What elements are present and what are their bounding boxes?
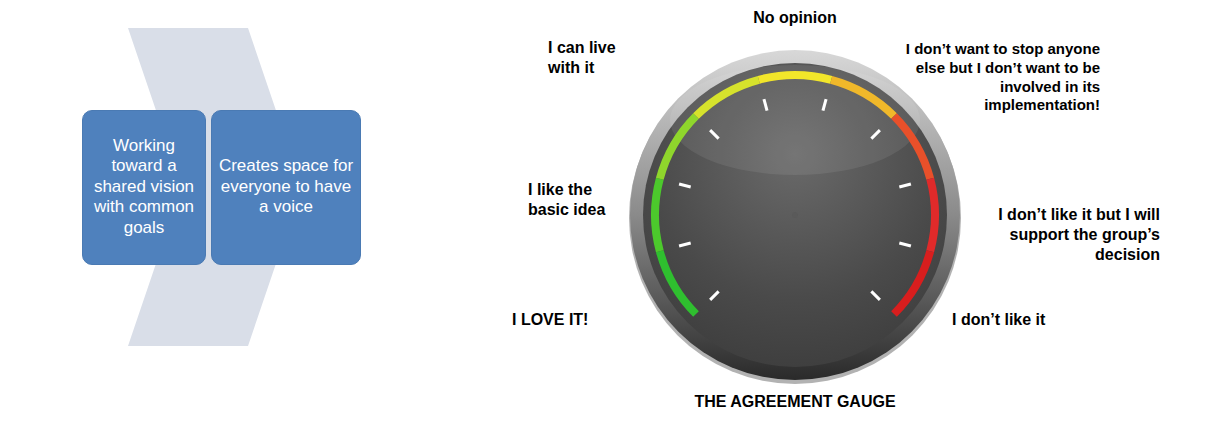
gauge-label: I can live with it <box>548 38 648 78</box>
gauge-title: THE AGREEMENT GAUGE <box>665 392 925 412</box>
gauge-arc <box>655 75 935 314</box>
gauge-label: I don’t like it <box>952 310 1082 330</box>
gauge-gloss <box>670 65 920 175</box>
gauge-shadow <box>629 52 961 384</box>
gauge-pivot <box>792 212 798 218</box>
box-text: Creates space for everyone to have a voi… <box>218 156 354 217</box>
gauge-label: I don’t like it but I will support the g… <box>985 205 1160 265</box>
gauge-label: No opinion <box>715 8 875 28</box>
box-text: Working toward a shared vision with comm… <box>89 136 199 238</box>
process-box: Working toward a shared vision with comm… <box>82 110 206 265</box>
gauge-label: I LOVE IT! <box>512 310 622 330</box>
gauge-label: I like the basic idea <box>528 180 626 220</box>
gauge-ticks <box>679 99 911 300</box>
gauge-face <box>643 63 947 367</box>
gauge-bezel <box>630 50 960 380</box>
gauge-label: I don’t want to stop anyone else but I d… <box>885 40 1100 115</box>
process-box: Creates space for everyone to have a voi… <box>211 110 361 265</box>
